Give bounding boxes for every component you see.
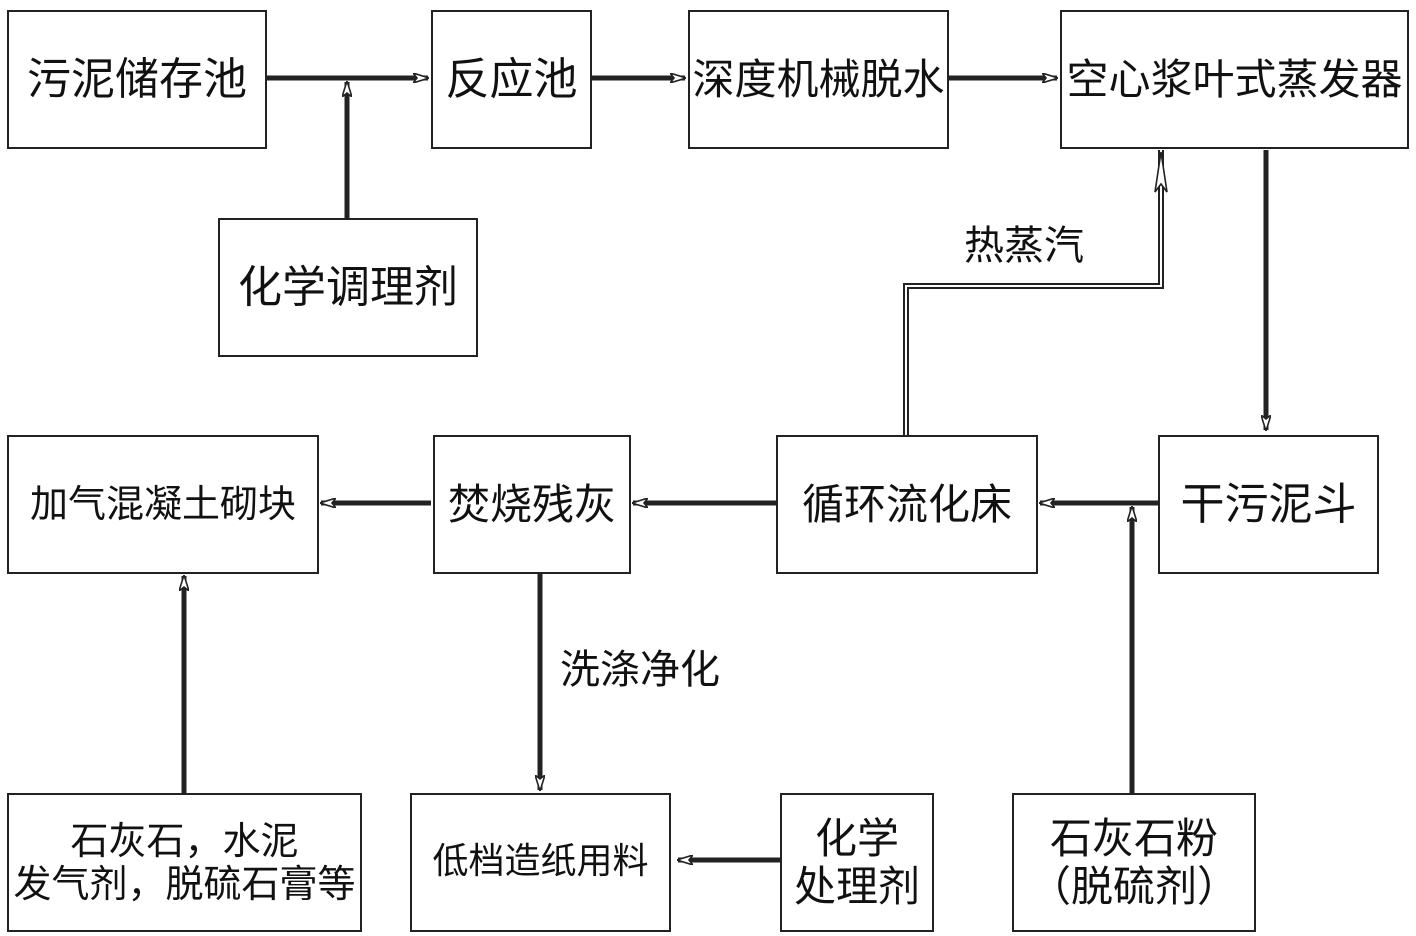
additives-line2: 发气剂，脱硫石膏等 <box>13 861 356 906</box>
reaction-tank-label: 反应池 <box>445 53 578 105</box>
chemical-treatment-box: 化学 处理剂 <box>780 793 934 932</box>
paper-material-label: 低档造纸用料 <box>432 841 649 883</box>
chemical-conditioner-label: 化学调理剂 <box>238 261 458 313</box>
washing-label: 洗涤净化 <box>560 647 720 693</box>
arrow-steam-to-evaporator <box>903 150 1168 435</box>
additives-box: 石灰石，水泥 发气剂，脱硫石膏等 <box>7 793 362 932</box>
fluidized-bed-box: 循环流化床 <box>776 435 1038 574</box>
incineration-ash-box: 焚烧残灰 <box>433 435 631 574</box>
deep-dewatering-label: 深度机械脱水 <box>692 54 945 104</box>
reaction-tank-box: 反应池 <box>431 10 592 149</box>
paddle-evaporator-box: 空心浆叶式蒸发器 <box>1060 10 1409 149</box>
aerated-block-box: 加气混凝土砌块 <box>7 435 319 574</box>
paper-material-box: 低档造纸用料 <box>410 793 671 932</box>
sludge-storage-label: 污泥储存池 <box>27 53 247 105</box>
chemical-treatment-line1: 化学 <box>814 814 899 864</box>
chemical-treatment-line2: 处理剂 <box>793 861 920 911</box>
incineration-ash-label: 焚烧残灰 <box>447 479 616 529</box>
limestone-line1: 石灰石粉 <box>1049 814 1218 864</box>
hot-steam-label: 热蒸汽 <box>964 223 1084 269</box>
chemical-conditioner-box: 化学调理剂 <box>218 218 478 357</box>
fluidized-bed-label: 循环流化床 <box>801 479 1012 529</box>
limestone-line2: （脱硫剂） <box>1028 861 1239 911</box>
sludge-storage-box: 污泥储存池 <box>7 10 267 149</box>
paddle-evaporator-label: 空心浆叶式蒸发器 <box>1066 54 1403 104</box>
dry-sludge-hopper-box: 干污泥斗 <box>1158 435 1379 574</box>
additives-line1: 石灰石，水泥 <box>70 818 299 863</box>
deep-dewatering-box: 深度机械脱水 <box>688 10 949 149</box>
limestone-box: 石灰石粉 （脱硫剂） <box>1012 793 1256 932</box>
aerated-block-label: 加气混凝土砌块 <box>29 482 296 527</box>
dry-sludge-hopper-label: 干污泥斗 <box>1180 478 1357 530</box>
